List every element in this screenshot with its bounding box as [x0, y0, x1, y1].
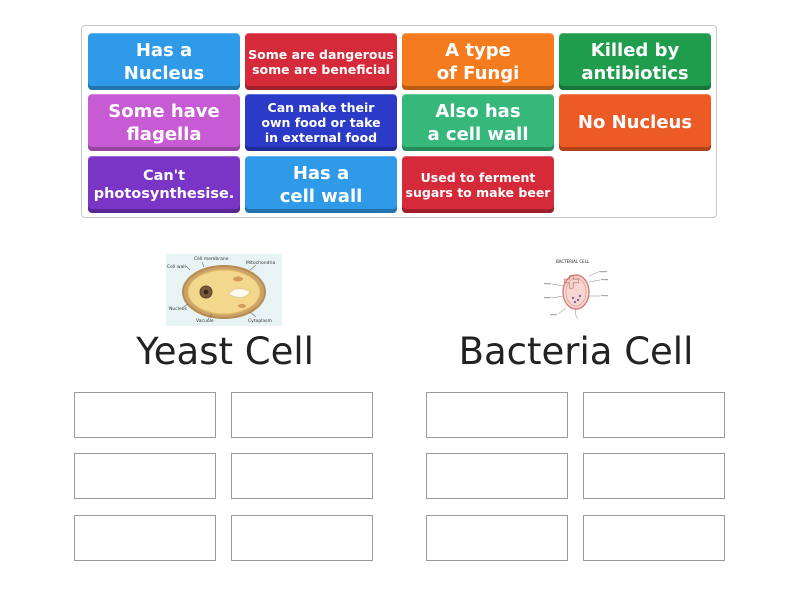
yeast-label-nucleus: Nucleus: [169, 306, 188, 312]
yeast-label-cytoplasm: Cytoplasm: [248, 318, 272, 324]
tile-ferment-sugars[interactable]: Used to ferment sugars to make beer: [402, 156, 554, 213]
yeast-drop-slot[interactable]: [231, 392, 373, 438]
bacteria-drop-slot[interactable]: [583, 515, 725, 561]
yeast-drop-slot[interactable]: [231, 453, 373, 499]
yeast-cell-image: Cell wall Cell membrane Mitochondria Nuc…: [166, 254, 282, 326]
tile-cant-photosynthesise[interactable]: Can't photosynthesise.: [88, 156, 240, 213]
yeast-drop-slot[interactable]: [74, 515, 216, 561]
tile-also-has-cell-wall[interactable]: Also has a cell wall: [402, 94, 554, 151]
tile-has-a-cell-wall[interactable]: Has a cell wall: [245, 156, 397, 213]
bacteria-cell-diagram: BACTERIAL CELL: [544, 259, 608, 320]
yeast-drop-slot[interactable]: [74, 392, 216, 438]
bacteria-drop-slot[interactable]: [426, 392, 568, 438]
tile-has-a-nucleus[interactable]: Has a Nucleus: [88, 33, 240, 90]
tile-dangerous-beneficial[interactable]: Some are dangerous some are beneficial: [245, 33, 397, 90]
answer-tray: [81, 25, 717, 218]
bacteria-cell-title: Bacteria Cell: [458, 330, 694, 373]
tile-make-own-food[interactable]: Can make their own food or take in exter…: [245, 94, 397, 151]
yeast-cell-title: Yeast Cell: [136, 330, 314, 373]
yeast-label-cell-membrane: Cell membrane: [194, 256, 229, 262]
yeast-label-cell-wall: Cell wall: [167, 264, 186, 270]
bacteria-drop-slot[interactable]: [583, 392, 725, 438]
yeast-label-vacuole: Vacuole: [196, 318, 214, 324]
bacteria-drop-slot[interactable]: [583, 453, 725, 499]
yeast-drop-slot[interactable]: [231, 515, 373, 561]
bacteria-cell-image: BACTERIAL CELL: [542, 256, 610, 322]
tile-some-have-flagella[interactable]: Some have flagella: [88, 94, 240, 151]
bacteria-drop-slot[interactable]: [426, 453, 568, 499]
tile-type-of-fungi[interactable]: A type of Fungi: [402, 33, 554, 90]
yeast-cell-diagram: Cell wall Cell membrane Mitochondria Nuc…: [167, 256, 276, 324]
bacteria-diagram-title: BACTERIAL CELL: [556, 259, 590, 264]
tile-killed-by-antibiotics[interactable]: Killed by antibiotics: [559, 33, 711, 90]
bacteria-drop-slot[interactable]: [426, 515, 568, 561]
yeast-drop-slot[interactable]: [74, 453, 216, 499]
yeast-label-mitochondria: Mitochondria: [246, 260, 276, 266]
tile-no-nucleus[interactable]: No Nucleus: [559, 94, 711, 151]
